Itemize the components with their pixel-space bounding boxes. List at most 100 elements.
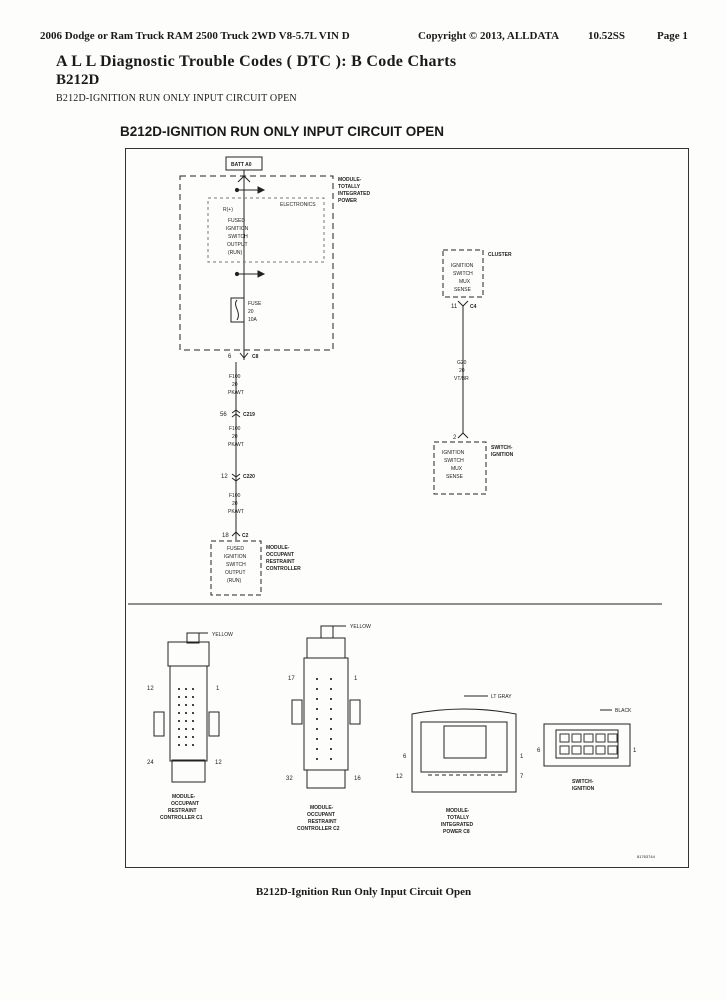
figure-caption: B212D-Ignition Run Only Input Circuit Op… — [255, 886, 472, 898]
cluster-conn-label: C4 — [470, 304, 477, 310]
batt-label: BATT A0 — [231, 162, 252, 168]
wire3-color: PK/WT — [228, 509, 244, 515]
c2-color: YELLOW — [350, 624, 371, 630]
c1-pin-tr: 1 — [216, 686, 220, 692]
c8conn-label-4: POWER C8 — [443, 829, 470, 835]
page-title: A L L Diagnostic Trouble Codes ( DTC ): … — [56, 53, 457, 70]
c2-pin-tl: 17 — [288, 676, 295, 682]
diagram-frame — [125, 148, 689, 868]
c8conn-color: LT GRAY — [491, 694, 512, 700]
c2-label-2: OCCUPANT — [307, 812, 335, 818]
orc-output-2: IGNITION — [224, 554, 247, 560]
swconn-color: BLACK — [615, 708, 632, 714]
switch-sense-3: MUX — [451, 466, 463, 472]
wire2-color: PK/WT — [228, 442, 244, 448]
c219-pin: 56 — [220, 412, 227, 418]
connector-c8-drawing — [411, 695, 517, 793]
c8-label: C8 — [252, 354, 259, 360]
c220-label: C220 — [243, 474, 255, 480]
c8conn-pin-bl: 12 — [396, 774, 403, 780]
switch-label-1: SWITCH- — [491, 445, 513, 451]
c1-label-3: RESTRAINT — [168, 808, 197, 814]
swconn-label-1: SWITCH- — [572, 779, 594, 785]
c2-label-3: RESTRAINT — [308, 819, 337, 825]
c219-label: C219 — [243, 412, 255, 418]
figure-ref: 81763744 — [637, 854, 656, 859]
connector-switch-drawing — [543, 709, 631, 767]
diagram-title: B212D-IGNITION RUN ONLY INPUT CIRCUIT OP… — [120, 124, 445, 139]
cluster-sense-4: SENSE — [454, 287, 472, 293]
c2-pin-br: 16 — [354, 776, 361, 782]
connector-c1-drawing — [153, 632, 220, 783]
electronics-label: ELECTRONICS — [280, 202, 316, 208]
c8conn-pin-tl: 6 — [403, 754, 407, 760]
c8conn-label-3: INTEGRATED — [441, 822, 474, 828]
tipm-output-2: IGNITION — [226, 226, 249, 232]
header-copyright: Copyright © 2013, ALLDATA — [418, 30, 560, 42]
switch-sense-4: SENSE — [446, 474, 464, 480]
c1-label-2: OCCUPANT — [171, 801, 199, 807]
switch-sense-1: IGNITION — [442, 450, 465, 456]
tipm-box — [179, 175, 334, 351]
orc-label-3: RESTRAINT — [266, 559, 295, 565]
c1-label-1: MODULE- — [172, 794, 196, 800]
tipm-output-1: FUSED — [228, 218, 245, 224]
tipm-label-3: INTEGRATED — [338, 191, 371, 197]
tipm-output-4: OUTPUT — [227, 242, 248, 248]
c8conn-pin-br: 7 — [520, 774, 524, 780]
header-version: 10.52SS — [588, 30, 625, 42]
connector-c2-drawing — [291, 625, 361, 789]
wire3-circuit: F100 — [229, 493, 241, 499]
fuse-label-1: FUSE — [248, 301, 262, 307]
c8-pin: 6 — [228, 354, 232, 360]
wire2-circuit: F100 — [229, 426, 241, 432]
switch-box — [433, 441, 487, 495]
orc-output-4: OUTPUT — [225, 570, 246, 576]
swconn-pin-l: 6 — [537, 748, 541, 754]
wire2-gauge: 20 — [232, 434, 238, 440]
wire1-color: PK/WT — [228, 390, 244, 396]
c8conn-label-1: MODULE- — [446, 808, 470, 814]
c8conn-label-2: TOTALLY — [447, 815, 470, 821]
swconn-pin-r: 1 — [633, 748, 637, 754]
cluster-sense-3: MUX — [459, 279, 471, 285]
c2-pin: 18 — [222, 533, 229, 539]
rplus-label: R(+) — [223, 207, 233, 213]
cluster-label: CLUSTER — [488, 252, 512, 258]
wire4-color: VT/BR — [454, 376, 469, 382]
orc-output-3: SWITCH — [226, 562, 246, 568]
switch-label-2: IGNITION — [491, 452, 514, 458]
fuse-label-2: 20 — [248, 309, 254, 315]
c2-label-1: MODULE- — [310, 805, 334, 811]
wire1-gauge: 20 — [232, 382, 238, 388]
orc-label-1: MODULE- — [266, 545, 290, 551]
cluster-sense-1: IGNITION — [451, 263, 474, 269]
wire4-circuit: G20 — [457, 360, 467, 366]
switch-pin: 2 — [453, 435, 457, 441]
orc-output-5: (RUN) — [227, 578, 241, 584]
orc-label-4: CONTROLLER — [266, 566, 301, 572]
orc-output-1: FUSED — [227, 546, 244, 552]
c8conn-pin-tr: 1 — [520, 754, 524, 760]
c1-pin-bl: 24 — [147, 760, 154, 766]
dtc-code: B212D — [56, 72, 100, 88]
c1-color: YELLOW — [212, 632, 233, 638]
switch-sense-2: SWITCH — [444, 458, 464, 464]
dtc-subtitle: B212D-IGNITION RUN ONLY INPUT CIRCUIT OP… — [56, 93, 297, 104]
tipm-label-2: TOTALLY — [338, 184, 361, 190]
cluster-box — [442, 249, 484, 298]
c2-pin-tr: 1 — [354, 676, 358, 682]
cluster-sense-2: SWITCH — [453, 271, 473, 277]
tipm-output-5: (RUN) — [228, 250, 242, 256]
tipm-label-1: MODULE- — [338, 177, 362, 183]
wire3-gauge: 20 — [232, 501, 238, 507]
wire4-gauge: 20 — [459, 368, 465, 374]
c2-label: C2 — [242, 533, 249, 539]
c220-pin: 12 — [221, 474, 228, 480]
orc-label-2: OCCUPANT — [266, 552, 294, 558]
orc-box — [210, 540, 262, 596]
tipm-output-3: SWITCH — [228, 234, 248, 240]
cluster-pin: 11 — [451, 304, 458, 310]
wire1-circuit: F100 — [229, 374, 241, 380]
fuse-label-3: 10A — [248, 317, 258, 323]
